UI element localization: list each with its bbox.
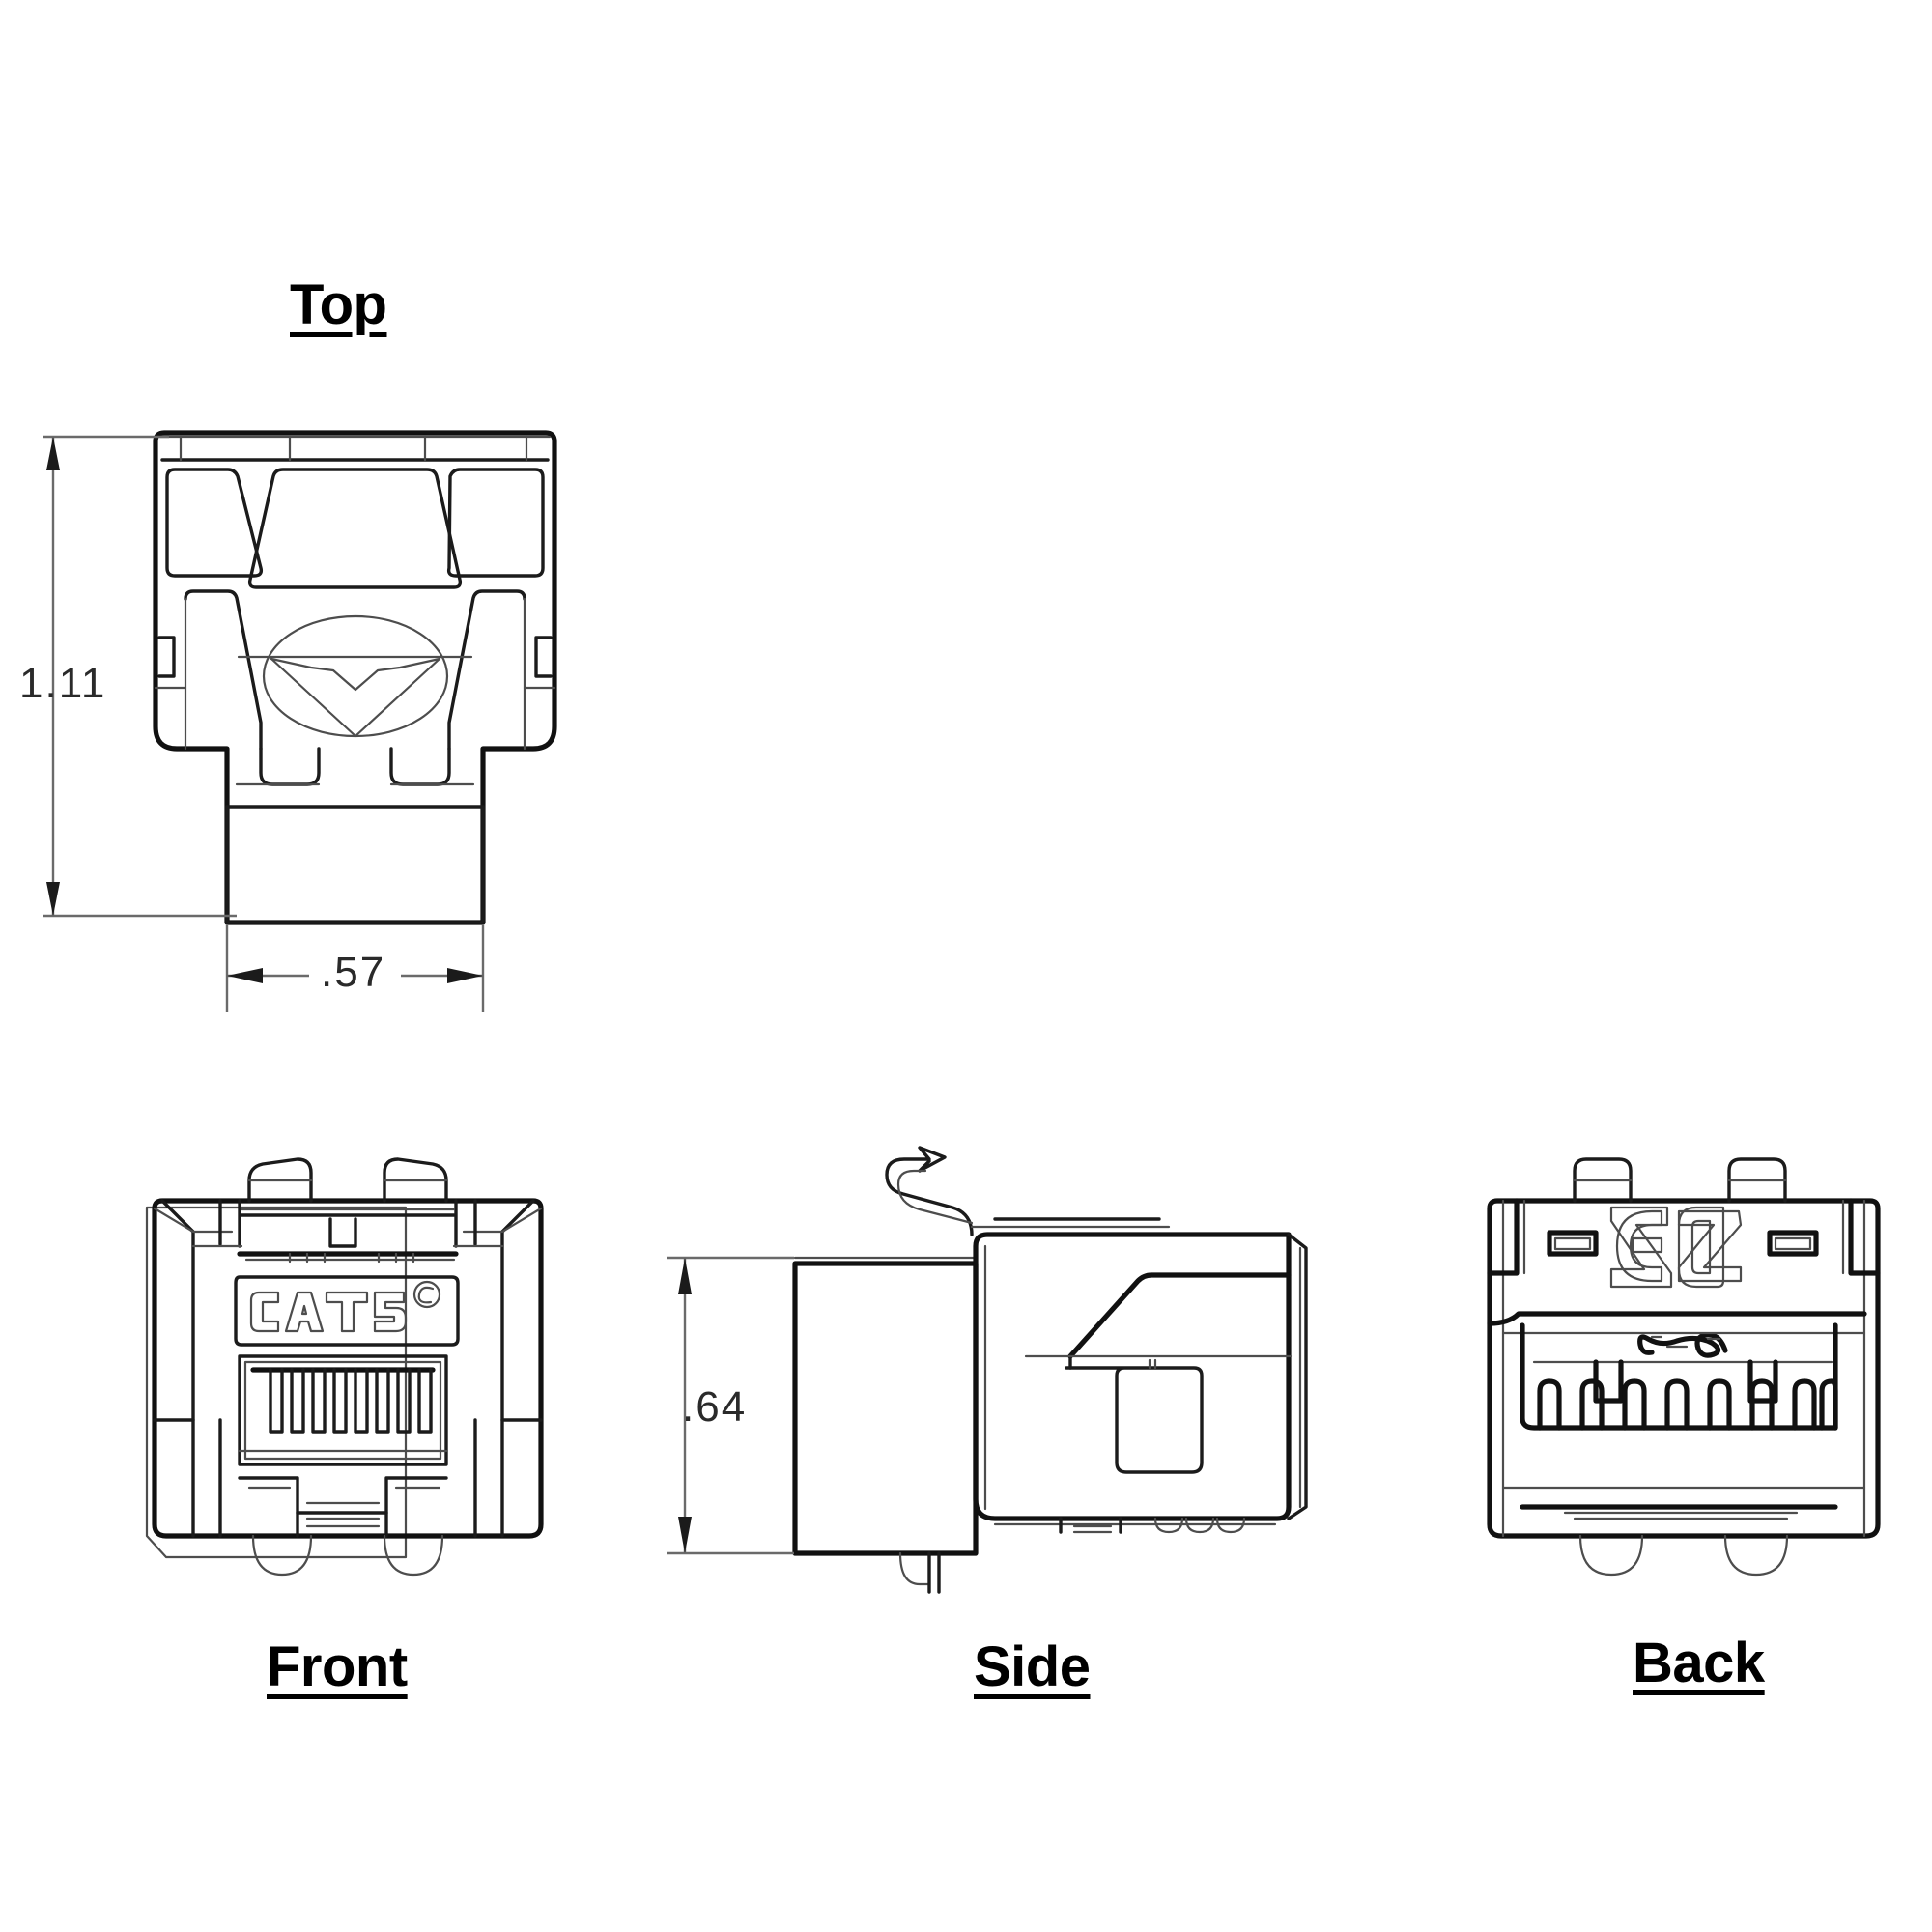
view-label-top: Top bbox=[290, 273, 387, 336]
view-label-back: Back bbox=[1633, 1632, 1765, 1694]
view-label-side: Side bbox=[974, 1635, 1091, 1698]
dimension-value-top-height: 1.11 bbox=[19, 660, 107, 707]
dimension-value-top-width: .57 bbox=[321, 949, 386, 996]
side-view-geometry bbox=[792, 1146, 1308, 1594]
front-view-geometry bbox=[145, 1157, 544, 1577]
dimension-top-height bbox=[43, 435, 237, 918]
view-label-front: Front bbox=[267, 1635, 408, 1698]
script-brand-mark bbox=[1637, 1332, 1728, 1358]
dimension-top-width bbox=[225, 925, 485, 1012]
top-view-geometry bbox=[153, 430, 557, 925]
dimension-value-side-height: .64 bbox=[682, 1383, 748, 1431]
back-view-geometry bbox=[1487, 1157, 1881, 1577]
ez-brand-mark bbox=[1615, 1209, 1743, 1283]
dimension-side-height bbox=[667, 1256, 794, 1555]
